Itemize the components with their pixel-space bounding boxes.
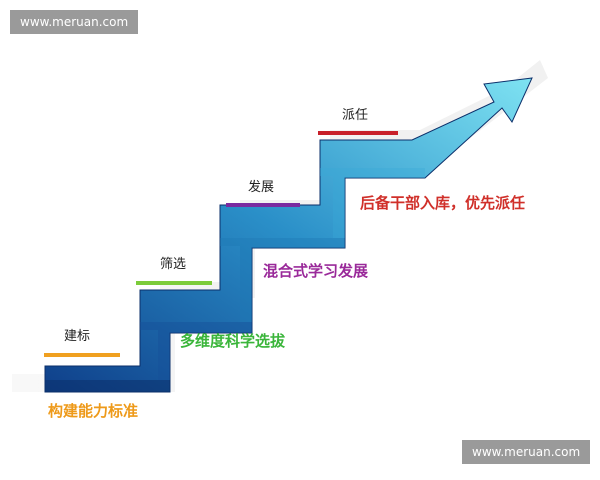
staircase-arrow [44,77,533,393]
step-label-1: 建标 [64,329,90,344]
description-4: 后备干部入库，优先派任 [360,194,525,212]
description-2: 多维度科学选拔 [180,332,286,350]
description-3: 混合式学习发展 [263,262,368,280]
step-face-1 [45,380,170,392]
watermark-bottom: www.meruan.com [462,440,590,464]
step-face-2 [140,322,252,380]
step-label-3: 发展 [248,179,274,195]
step-face-3 [220,238,345,322]
description-1: 构建能力标准 [48,402,138,420]
step-label-2: 筛选 [160,257,186,272]
watermark-top: www.meruan.com [10,10,138,34]
step-face-4 [320,168,425,238]
step-label-4: 派任 [342,108,368,123]
